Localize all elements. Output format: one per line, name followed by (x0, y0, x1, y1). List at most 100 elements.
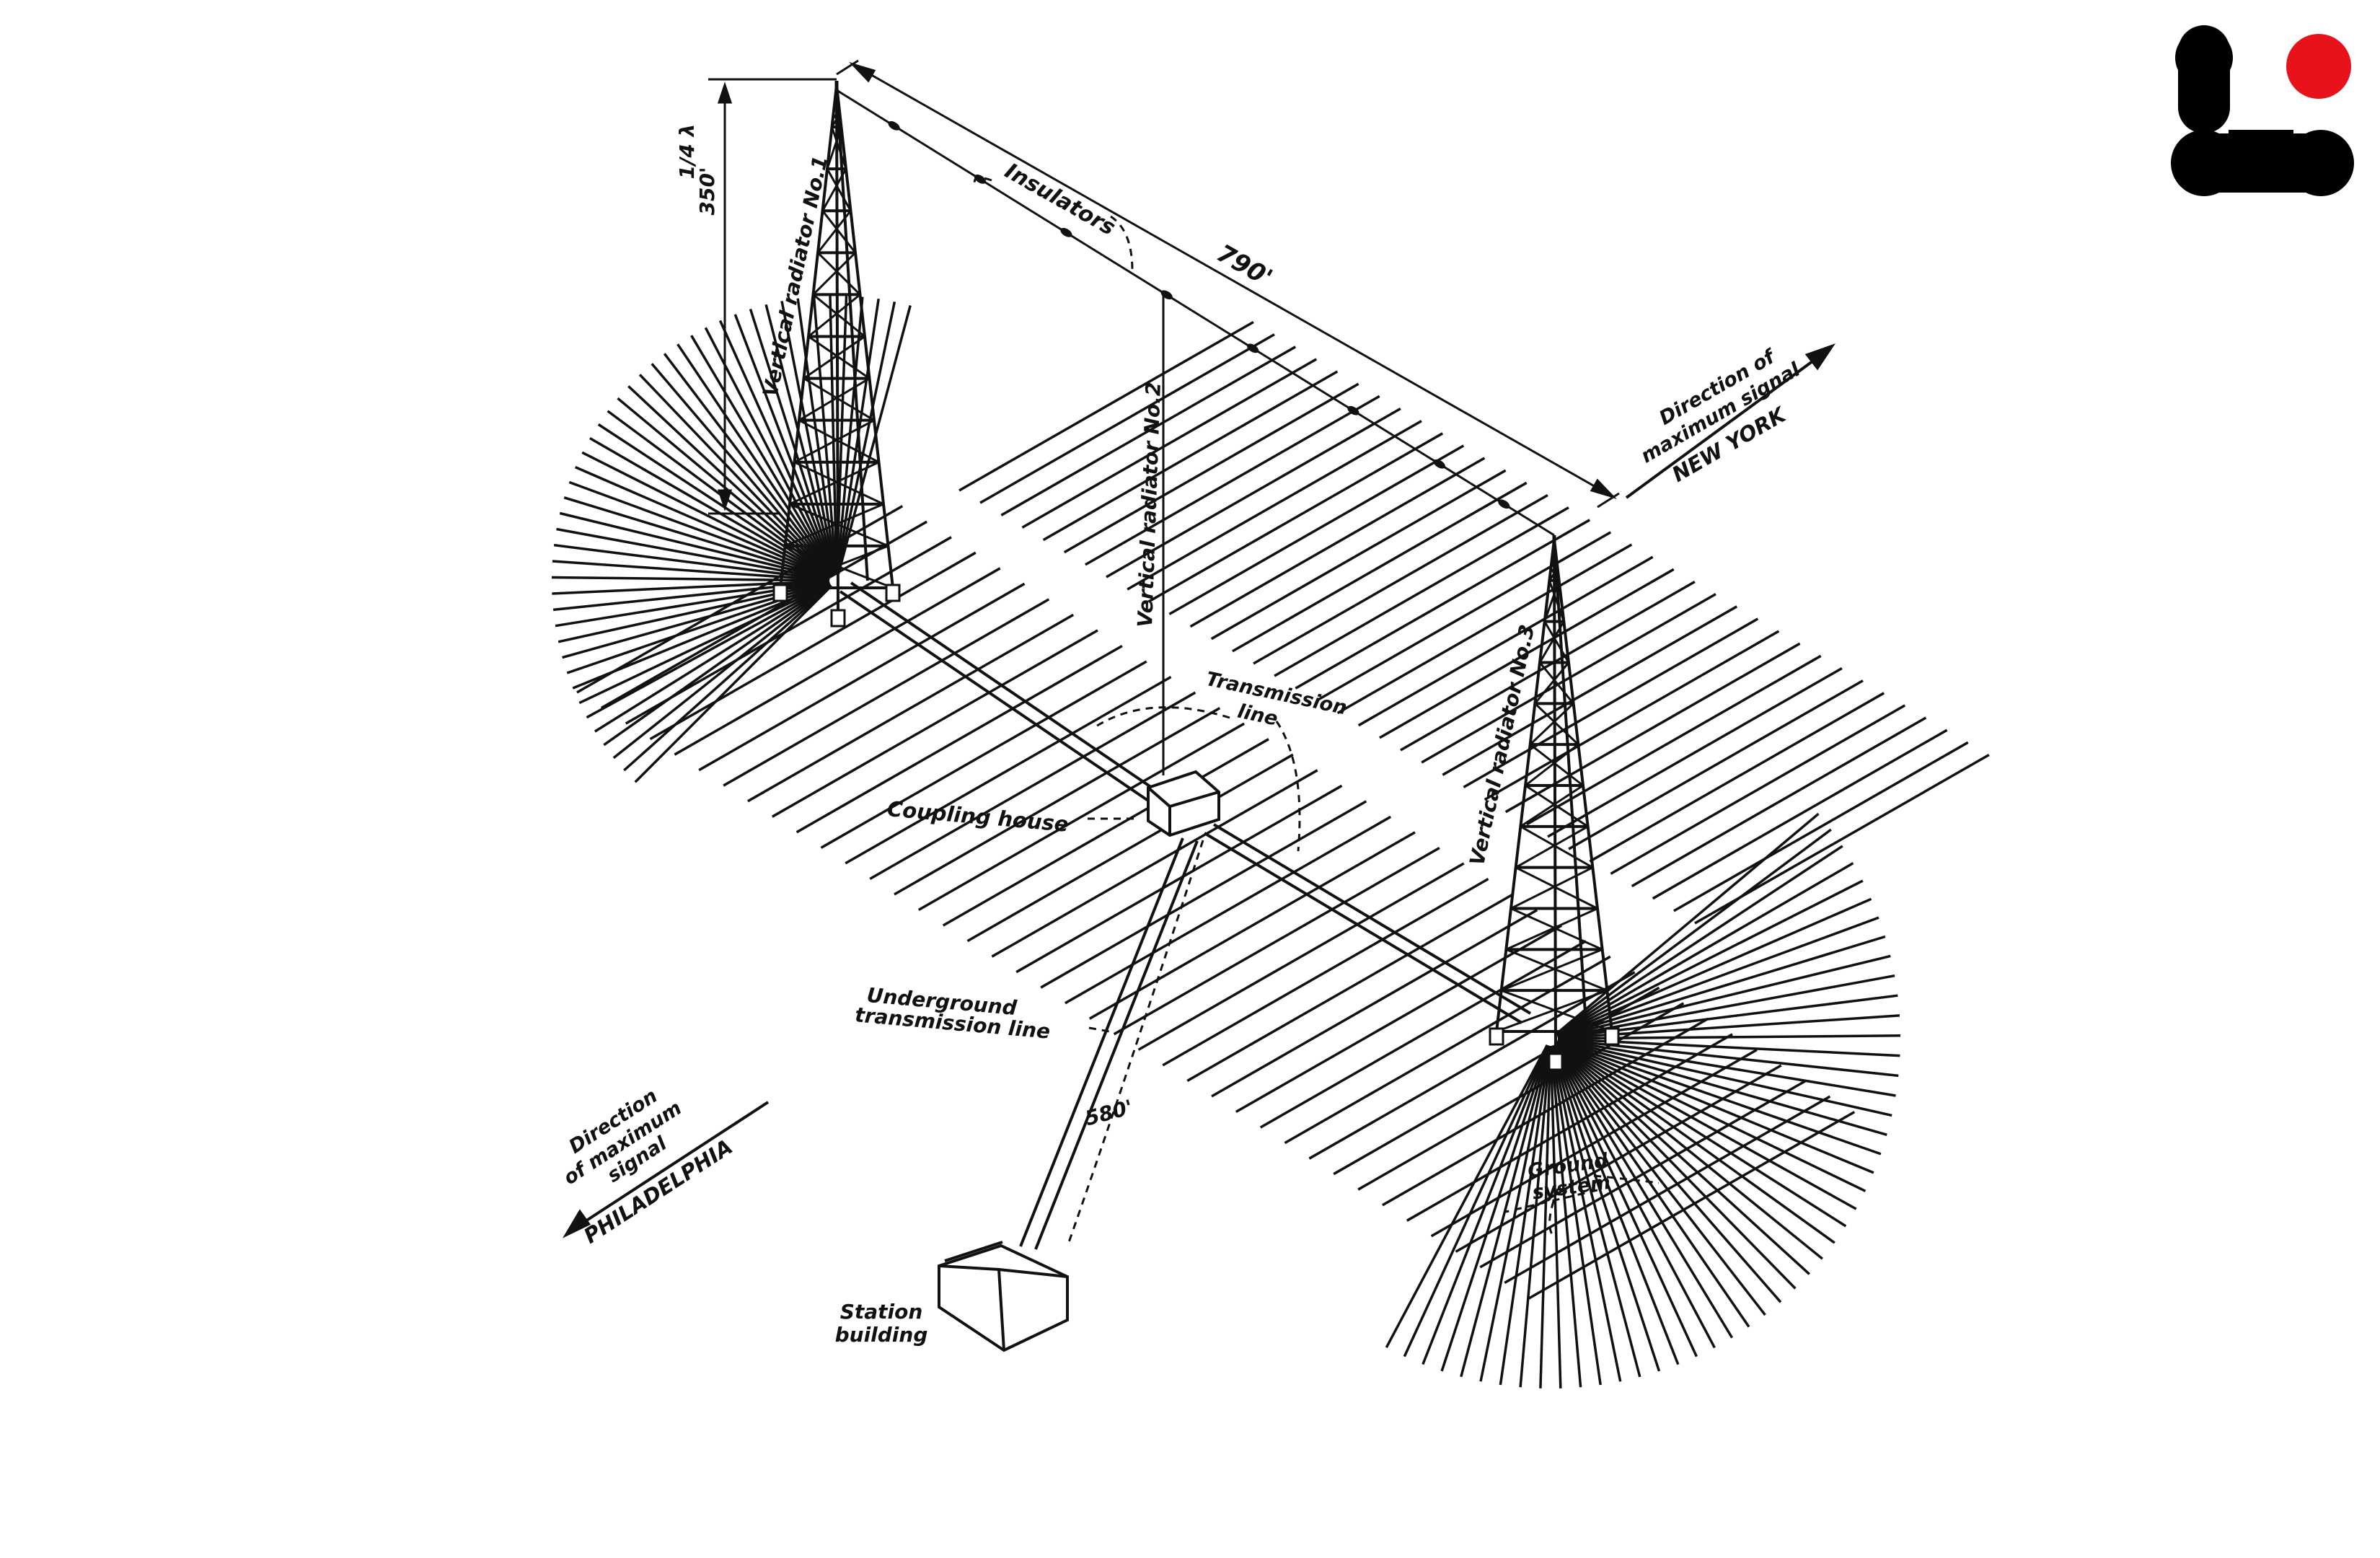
ground-radial-field (966, 753, 1294, 943)
ground-radial-field (1406, 1033, 1733, 1222)
ground-radial-field (991, 769, 1318, 958)
ground-radial-tower-3 (1385, 1044, 1548, 1349)
ground-radial-field (1186, 893, 1514, 1083)
dimension-350 (708, 78, 837, 515)
ground-radial-field (1430, 1048, 1758, 1238)
ground-radial-field (1357, 1002, 1685, 1191)
ground-radial-system (551, 296, 1990, 1388)
ground-radial-tower-3 (1557, 935, 1886, 1038)
ground-radial-tower-3 (1440, 1044, 1550, 1372)
tower-footing (830, 609, 846, 628)
tower-brace (812, 294, 865, 338)
ground-radial-field (1610, 704, 1906, 875)
tower-brace (784, 545, 894, 589)
ground-radial-tower-3 (1557, 1039, 1887, 1136)
ground-radial-tower-3 (1555, 828, 1832, 1036)
insulator-icon (1160, 290, 1173, 300)
tower-brace (1510, 907, 1603, 951)
tower-footing (772, 584, 788, 602)
ground-radial-field (1308, 971, 1636, 1160)
ground-radial-field (1063, 382, 1359, 554)
ground-radial-tower-3 (1519, 1045, 1551, 1388)
ground-radial-tower-1 (597, 423, 832, 578)
tower-brace (831, 126, 847, 170)
ground-radial-tower-1 (552, 560, 830, 582)
ground-radial-field (698, 582, 1026, 772)
ground-radial-tower-1 (634, 584, 833, 783)
tower-brace (793, 461, 884, 506)
overhead-wire (836, 89, 1555, 775)
ground-radial-field (1235, 924, 1562, 1114)
ground-radial-tower-3 (1499, 1045, 1551, 1386)
insulator-icon (1060, 228, 1072, 237)
ground-radial-tower-3 (1553, 1044, 1734, 1339)
ground-radial-field (958, 320, 1254, 492)
ground-radial-field (1274, 506, 1569, 677)
direction-arrow-southwest (562, 1101, 770, 1238)
ground-radial-tower-3 (1557, 954, 1891, 1039)
insulator-icon (1347, 405, 1359, 415)
vertical-radiator-3-tower (1489, 535, 1620, 1071)
ground-radial-field (1379, 568, 1675, 739)
ground-radial-field (845, 675, 1172, 865)
tower-brace (821, 210, 857, 254)
ground-radial-field (1526, 654, 1822, 826)
ground-radial-field (1253, 493, 1548, 665)
ground-radial-tower-3 (1460, 1045, 1551, 1378)
ground-radial-tower-1 (836, 296, 864, 574)
tower-brace (1525, 784, 1589, 828)
coupling-house-building (1147, 770, 1220, 837)
transmission-line-label: Transmission line (1204, 668, 1349, 731)
ground-radial-field (1162, 877, 1489, 1067)
tower-brace (789, 461, 880, 506)
tower-brace (798, 377, 871, 421)
tower-brace (1534, 703, 1579, 746)
tower-brace (1496, 989, 1608, 1033)
ground-radial-tower-3 (1554, 1043, 1782, 1303)
ground-radial-field (795, 644, 1123, 834)
ground-system-label: Ground system (1526, 1149, 1612, 1204)
tower-brace (1543, 580, 1561, 622)
ground-radial-field (1484, 630, 1780, 801)
ground-radial-tower-3 (1556, 862, 1854, 1037)
insulator-icon (888, 121, 900, 131)
ground-radial-field (1382, 1017, 1709, 1207)
ground-radial-tower-3 (1554, 1042, 1797, 1290)
ground-radial-tower-1 (733, 314, 836, 575)
vertical-radiator-1-tower (772, 81, 901, 628)
tower-brace (1501, 948, 1603, 992)
tower-brace (1515, 866, 1598, 910)
tower-brace (1548, 568, 1559, 581)
ground-radial-tower-3 (1556, 1041, 1847, 1228)
tower-brace (1550, 568, 1560, 581)
ground-radial-field (649, 551, 977, 741)
ground-radial-field (1106, 407, 1401, 578)
ground-radial-field (1088, 831, 1416, 1020)
ground-radial-field (674, 567, 1001, 756)
dimension-790 (836, 59, 1620, 509)
ground-radial-tower-3 (1557, 1039, 1892, 1117)
ground-radial-field (1137, 862, 1465, 1051)
ground-radial-tower-1 (627, 385, 832, 577)
ground-radial-tower-1 (586, 583, 832, 719)
tower-brace (1534, 661, 1570, 705)
ground-radial-field (869, 691, 1196, 881)
ground-radial-tower-1 (594, 583, 832, 733)
leader-lines (973, 176, 1660, 1247)
ground-radial-tower-3 (1557, 974, 1895, 1039)
ground-radial-tower-3 (1549, 1045, 1562, 1388)
ground-radial-field (1673, 741, 1969, 912)
tower-1-leg (835, 84, 839, 614)
tower-brace (1520, 825, 1594, 868)
ground-radial-tower-3 (1552, 1044, 1698, 1357)
ground-radial-field (1259, 940, 1587, 1129)
ground-radial-tower-3 (1556, 1040, 1874, 1174)
ground-radial-tower-3 (1556, 1041, 1857, 1210)
tower-brace (1520, 784, 1584, 828)
ground-radial-field (917, 722, 1245, 912)
tower-brace (1543, 620, 1570, 664)
ground-radial-field (1000, 346, 1297, 516)
ground-radial-field (1085, 395, 1380, 566)
tower-footing (1604, 1027, 1620, 1046)
ground-radial-field (1021, 358, 1318, 529)
